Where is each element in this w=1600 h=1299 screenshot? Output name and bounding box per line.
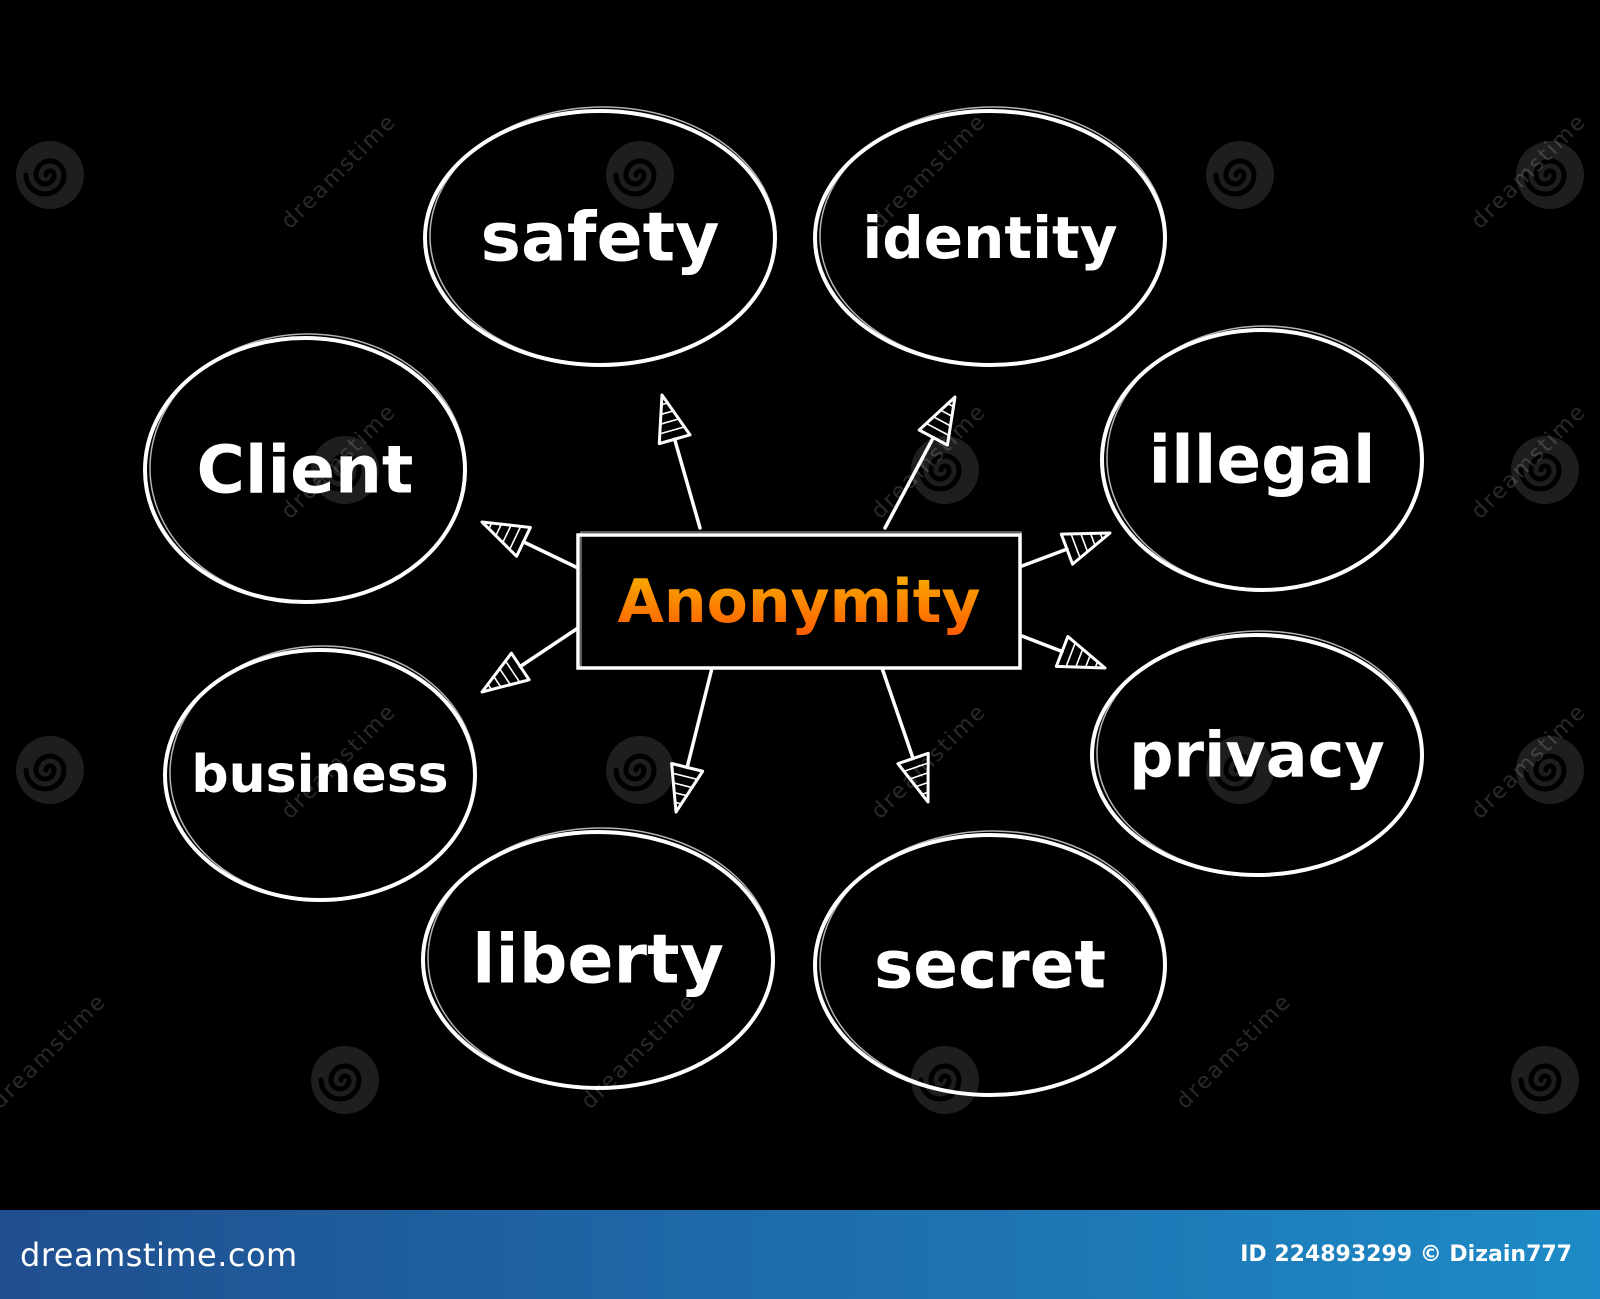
node-business: business — [163, 645, 477, 902]
footer-image-id-text: ID 224893299 © Dizain777 — [1240, 1242, 1572, 1267]
spiral-logo-icon — [16, 736, 84, 804]
node-label-illegal: illegal — [1148, 422, 1375, 499]
watermark-text: dreamstime — [277, 109, 402, 234]
footer-bar: dreamstime.com ID 224893299 © Dizain777 — [0, 1210, 1600, 1299]
arrow-3 — [1020, 531, 1112, 568]
node-label-identity: identity — [862, 204, 1117, 272]
node-label-business: business — [191, 745, 448, 805]
spiral-logo-icon — [911, 436, 979, 504]
node-label-privacy: privacy — [1129, 719, 1385, 792]
spiral-logo-icon — [1206, 736, 1274, 804]
mind-map-canvas: dreamstime dreamstime dreamstime dreamstime… — [0, 106, 1592, 1114]
spiral-logo-icon — [1206, 141, 1274, 209]
center-node: Anonymity — [576, 531, 1022, 670]
node-secret: secret — [813, 830, 1167, 1097]
watermark-text: dreamstime — [1172, 989, 1297, 1114]
watermark-text: dreamstime — [0, 989, 112, 1114]
spiral-logo-icon — [311, 436, 379, 504]
node-label-safety: safety — [481, 199, 720, 278]
spiral-logo-icon — [606, 736, 674, 804]
arrow-5 — [1020, 634, 1107, 670]
spiral-logo-icon — [911, 1046, 979, 1114]
center-label: Anonymity — [617, 567, 980, 637]
arrow-6 — [670, 666, 714, 814]
arrow-7 — [880, 666, 930, 804]
arrow-layer — [480, 393, 1112, 814]
spiral-logo-icon — [606, 141, 674, 209]
watermark-text: dreamstime — [577, 989, 702, 1114]
spiral-logo-icon — [16, 141, 84, 209]
node-label-liberty: liberty — [472, 921, 724, 1000]
arrow-2 — [480, 520, 580, 570]
node-client: Client — [143, 333, 467, 604]
node-label-secret: secret — [874, 927, 1106, 1004]
node-liberty: liberty — [421, 827, 775, 1090]
spiral-logo-icon — [1511, 436, 1579, 504]
spiral-logo-icon — [1516, 141, 1584, 209]
mind-map-svg: dreamstime dreamstime dreamstime dreamstime… — [0, 106, 1592, 1114]
node-illegal: illegal — [1100, 325, 1424, 592]
node-label-client: Client — [197, 432, 414, 509]
spiral-logo-icon — [1516, 736, 1584, 804]
node-privacy: privacy — [1090, 630, 1424, 877]
spiral-logo-icon — [311, 1046, 379, 1114]
arrow-0 — [657, 393, 702, 530]
spiral-logo-icon — [1511, 1046, 1579, 1114]
arrow-4 — [480, 626, 580, 694]
footer-brand-text[interactable]: dreamstime.com — [20, 1235, 298, 1274]
node-safety: safety — [423, 106, 777, 367]
node-identity: identity — [813, 106, 1167, 367]
arrow-1 — [883, 395, 957, 530]
